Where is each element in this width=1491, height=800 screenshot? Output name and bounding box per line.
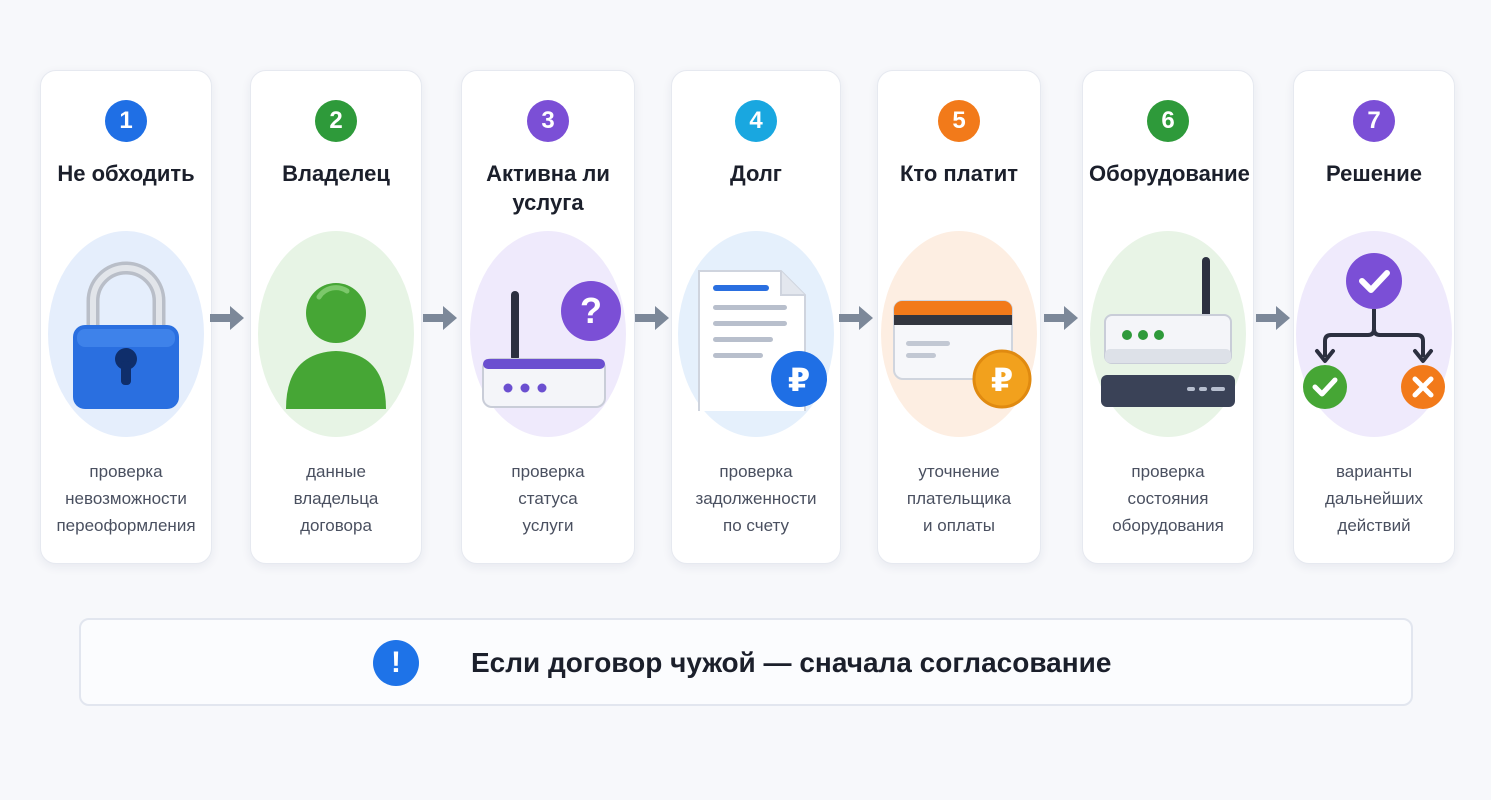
svg-text:₽: ₽ <box>991 361 1013 399</box>
step-number-badge: 6 <box>1147 100 1189 142</box>
step-number-badge: 1 <box>105 100 147 142</box>
note-banner: ! Если договор чужой — сначала согласова… <box>79 618 1413 706</box>
step-number-badge: 2 <box>315 100 357 142</box>
person-icon <box>286 283 386 409</box>
step-title: Долг <box>730 161 782 186</box>
step-number-badge: 5 <box>938 100 980 142</box>
arrow-right-icon <box>1044 306 1078 330</box>
arrow-right-icon <box>839 306 873 330</box>
router-question-icon: ? <box>482 281 621 408</box>
arrow-right-icon <box>210 306 244 330</box>
step-title: Решение <box>1326 161 1422 186</box>
router-equipment-icon <box>1101 257 1235 407</box>
step-number-badge: 4 <box>735 100 777 142</box>
step-title: Оборудование <box>1089 161 1250 186</box>
svg-text:?: ? <box>580 290 602 331</box>
step-title: Кто платит <box>899 161 1019 186</box>
arrow-right-icon <box>423 306 457 330</box>
exclamation-icon: ! <box>373 640 419 686</box>
step-title: Активна ли услуга <box>486 161 610 215</box>
svg-text:₽: ₽ <box>788 361 810 399</box>
arrow-right-icon <box>1256 306 1290 330</box>
note-text: Если договор чужой — сначала согласовани… <box>471 647 1112 678</box>
step-title: Владелец <box>282 161 390 186</box>
card-ruble-icon: ₽ <box>893 300 1032 409</box>
step-title: Не обходить <box>57 161 195 186</box>
step-number-badge: 7 <box>1353 100 1395 142</box>
arrow-right-icon <box>635 306 669 330</box>
document-ruble-icon: ₽ <box>698 270 827 411</box>
decision-branch-icon <box>1303 253 1445 409</box>
step-number-badge: 3 <box>527 100 569 142</box>
lock-icon <box>73 261 179 409</box>
